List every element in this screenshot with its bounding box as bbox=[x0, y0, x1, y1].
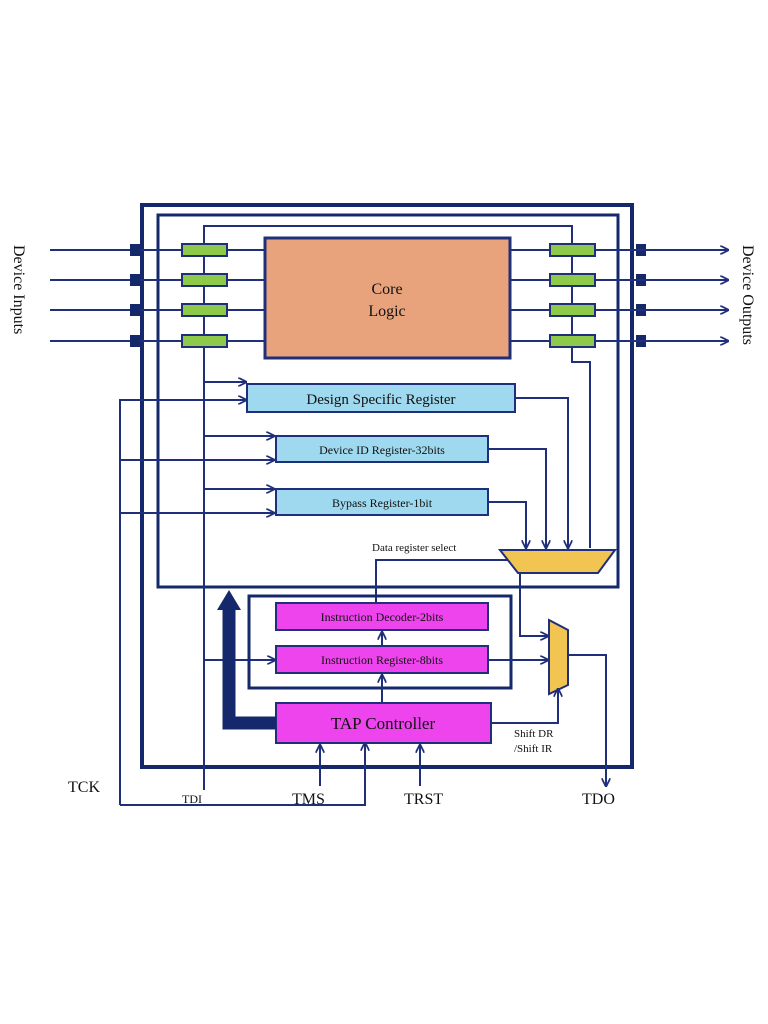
chip-outline bbox=[140, 203, 634, 769]
tck-distribution-wires bbox=[119, 400, 365, 806]
instruction-section-frame bbox=[247, 594, 513, 690]
trst-label: TRST bbox=[404, 791, 443, 808]
tap-control-bus bbox=[222, 608, 276, 730]
register-to-mux-wires bbox=[488, 397, 568, 548]
data-register-mux bbox=[497, 549, 617, 574]
input-pins bbox=[130, 244, 140, 347]
instruction-decoder-label: Instruction Decoder-2bits bbox=[321, 610, 444, 624]
instruction-wires bbox=[382, 632, 548, 703]
device-output-lines bbox=[595, 250, 728, 341]
input-boundary-cell bbox=[181, 334, 228, 348]
shift-dr-label: Shift DR bbox=[514, 728, 554, 740]
input-boundary-cell bbox=[181, 243, 228, 257]
shift-select-wire bbox=[491, 689, 558, 724]
tap-control-bus-arrowhead bbox=[217, 590, 241, 610]
tdo-label: TDO bbox=[582, 791, 615, 808]
tap-controller bbox=[275, 702, 492, 744]
boundary-scan-chain bbox=[203, 225, 591, 548]
tap-controller-label: TAP Controller bbox=[331, 714, 436, 733]
output-boundary-cell bbox=[549, 334, 596, 348]
output-boundary-cell bbox=[549, 303, 596, 317]
core-logic-label-line1: Core bbox=[371, 281, 402, 298]
data-mux-to-output-mux-wire bbox=[519, 573, 548, 636]
instruction-decoder bbox=[275, 602, 489, 631]
tms-label: TMS bbox=[292, 791, 325, 808]
device-outputs-label: Device Outputs bbox=[739, 245, 756, 345]
input-boundary-cell bbox=[181, 273, 228, 287]
device-id-register-label: Device ID Register-32bits bbox=[319, 443, 445, 457]
device-input-lines bbox=[50, 250, 190, 341]
design-specific-register bbox=[246, 383, 516, 413]
tck-label: TCK bbox=[68, 779, 100, 796]
design-specific-register-label: Design Specific Register bbox=[306, 392, 455, 408]
data-register-select-label: Data register select bbox=[372, 542, 456, 554]
tdo-wire bbox=[568, 654, 606, 786]
instruction-register-label: Instruction Register-8bits bbox=[321, 653, 443, 667]
core-to-output-wires bbox=[510, 249, 550, 342]
output-boundary-cell bbox=[549, 243, 596, 257]
data-register-select-wire bbox=[375, 559, 508, 602]
core-logic-block bbox=[263, 236, 512, 360]
tdo-output-mux bbox=[548, 618, 569, 696]
output-pins bbox=[636, 244, 646, 347]
tdi-distribution-wires bbox=[203, 347, 275, 790]
output-boundary-cell bbox=[549, 273, 596, 287]
input-boundary-cell bbox=[181, 303, 228, 317]
core-logic-label-line2: Logic bbox=[368, 303, 405, 320]
shift-ir-label: /Shift IR bbox=[514, 743, 553, 755]
bypass-register-label: Bypass Register-1bit bbox=[332, 496, 433, 510]
device-inputs-label: Device Inputs bbox=[10, 245, 27, 334]
input-to-core-wires bbox=[227, 249, 265, 342]
tdi-label: TDI bbox=[182, 792, 202, 806]
